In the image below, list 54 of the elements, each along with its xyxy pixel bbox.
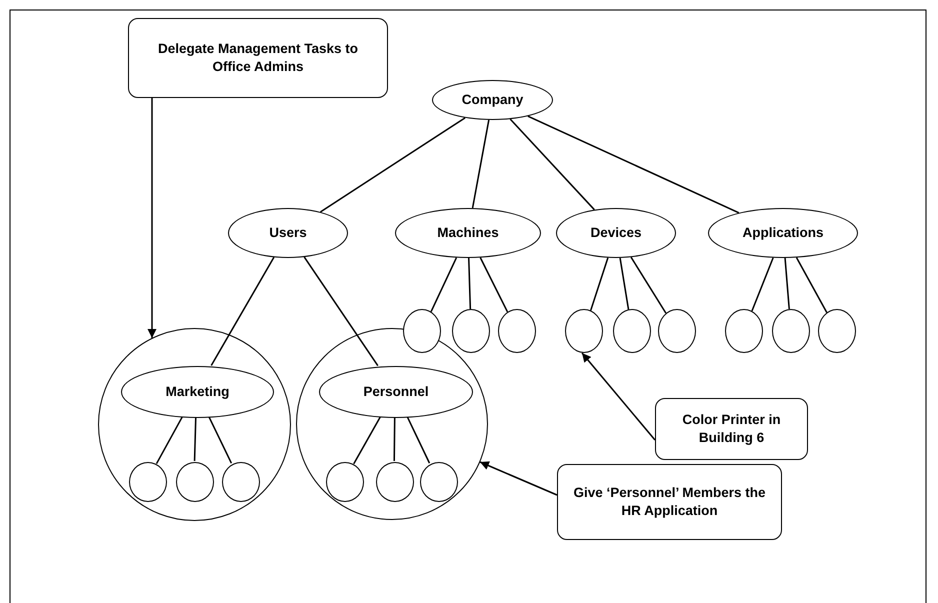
arrow xyxy=(148,98,156,338)
connector-line xyxy=(353,416,382,464)
circle-node xyxy=(725,309,763,353)
circle-node xyxy=(222,462,260,502)
connector-line xyxy=(304,256,378,366)
connector-line xyxy=(406,416,430,464)
connector-line xyxy=(751,258,774,312)
connector-line xyxy=(320,117,466,213)
circle-node xyxy=(176,462,214,502)
node-label: Give ‘Personnel’ Members the HR Application xyxy=(572,484,767,520)
circle-node xyxy=(658,309,696,353)
circle-node xyxy=(498,309,536,353)
connector-line xyxy=(796,257,828,313)
connector-line xyxy=(210,256,275,366)
node-label: Users xyxy=(268,224,308,242)
connector-line xyxy=(472,120,490,208)
circle-node xyxy=(420,462,458,502)
connector-line xyxy=(510,118,595,210)
arrow xyxy=(480,461,558,496)
connector-line xyxy=(393,417,396,462)
circle-node xyxy=(565,309,603,353)
node-label: Applications xyxy=(741,224,824,242)
node-label: Machines xyxy=(436,224,500,242)
connector-line xyxy=(194,416,197,462)
circle-node xyxy=(129,462,167,502)
connector-line xyxy=(528,116,740,214)
connector-line xyxy=(480,257,508,312)
circle-node xyxy=(403,309,441,353)
connector-line xyxy=(784,258,790,310)
node-label: Company xyxy=(460,91,524,109)
connector-line xyxy=(156,416,184,464)
node-label: Personnel xyxy=(362,383,430,401)
node-label: Devices xyxy=(589,224,643,242)
connector-line xyxy=(468,258,472,310)
connector-line xyxy=(590,258,609,311)
category-ellipse xyxy=(319,366,473,418)
node-label: Color Printer in Building 6 xyxy=(681,411,782,447)
connector-line xyxy=(619,258,630,310)
circle-node xyxy=(818,309,856,353)
connector-line xyxy=(208,416,232,464)
connector-line xyxy=(630,256,667,314)
circle-node xyxy=(452,309,490,353)
circle-node xyxy=(326,462,364,502)
group-circle xyxy=(98,328,291,521)
node-label: Marketing xyxy=(164,383,230,401)
node-label: Delegate Management Tasks to Office Admins xyxy=(156,40,360,76)
connector-line xyxy=(430,257,458,312)
circle-node xyxy=(613,309,651,353)
arrow xyxy=(581,352,656,440)
callout-box xyxy=(655,398,808,460)
callout-box xyxy=(128,18,388,98)
circle-node xyxy=(376,462,414,502)
callout-box xyxy=(557,464,782,540)
circle-node xyxy=(772,309,810,353)
